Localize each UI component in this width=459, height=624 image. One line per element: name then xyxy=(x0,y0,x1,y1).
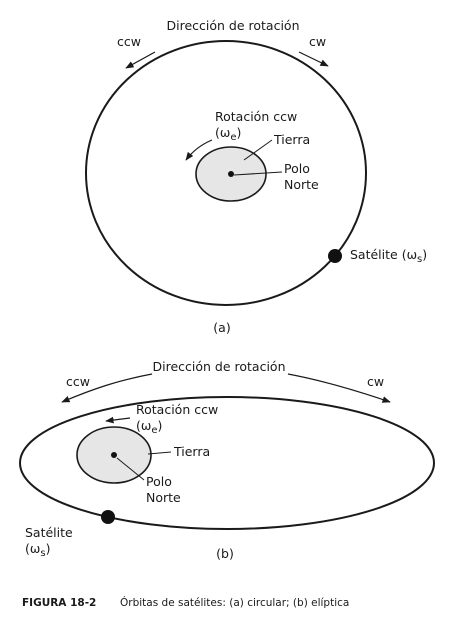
north-pole-dot-b xyxy=(111,452,117,458)
north-pole-leader-b xyxy=(116,457,145,481)
earth-rotation-label-a: Rotación ccw xyxy=(215,109,297,124)
panel-label-b: (b) xyxy=(216,546,234,561)
satellite-omega-label-b: (ωs) xyxy=(25,541,50,559)
satellite-label-b: Satélite xyxy=(25,525,73,540)
cw-label-b: cw xyxy=(367,374,384,389)
earth-label-b: Tierra xyxy=(173,444,210,459)
ccw-arrow-a xyxy=(125,51,156,69)
diagram-b: Dirección de rotación ccw cw Rotación cc… xyxy=(19,359,435,561)
north-pole-label-a-line2: Norte xyxy=(284,177,319,192)
diagram-a: Dirección de rotación ccw cw Rotación cc… xyxy=(85,18,427,335)
north-pole-leader-a xyxy=(233,171,283,176)
elliptical-orbit xyxy=(19,396,435,530)
earth-label-a: Tierra xyxy=(273,132,310,147)
earth-rotation-arrow-a xyxy=(185,139,213,161)
rotation-direction-label-b: Dirección de rotación xyxy=(152,359,285,374)
satellite-label-a: Satélite (ωs) xyxy=(350,247,427,265)
cw-label-a: cw xyxy=(309,34,326,49)
satellite-b xyxy=(101,510,115,524)
ccw-arrow-b xyxy=(61,373,153,403)
figure-caption: FIGURA 18-2 Órbitas de satélites: (a) ci… xyxy=(22,596,349,609)
circular-orbit xyxy=(85,40,367,306)
ccw-label-b: ccw xyxy=(66,374,90,389)
figure-number: FIGURA 18-2 xyxy=(22,597,96,609)
panel-label-a: (a) xyxy=(213,320,230,335)
omega-e-label-b: (ωe) xyxy=(136,418,162,436)
satellite-a xyxy=(328,249,342,263)
earth-leader-b xyxy=(147,451,172,455)
north-pole-dot-a xyxy=(228,171,234,177)
north-pole-label-b-line1: Polo xyxy=(146,474,172,489)
ccw-label-a: ccw xyxy=(117,34,141,49)
earth-rotation-label-b: Rotación ccw xyxy=(136,402,218,417)
earth-leader-a xyxy=(243,139,273,161)
north-pole-label-a-line1: Polo xyxy=(284,161,310,176)
figure-caption-text: Órbitas de satélites: (a) circular; (b) … xyxy=(120,596,349,609)
cw-arrow-a xyxy=(298,51,329,67)
earth-rotation-arrow-b xyxy=(105,416,131,424)
rotation-direction-label-a: Dirección de rotación xyxy=(166,18,299,33)
north-pole-label-b-line2: Norte xyxy=(146,490,181,505)
omega-e-label-a: (ωe) xyxy=(215,125,241,143)
cw-arrow-b xyxy=(287,373,391,403)
